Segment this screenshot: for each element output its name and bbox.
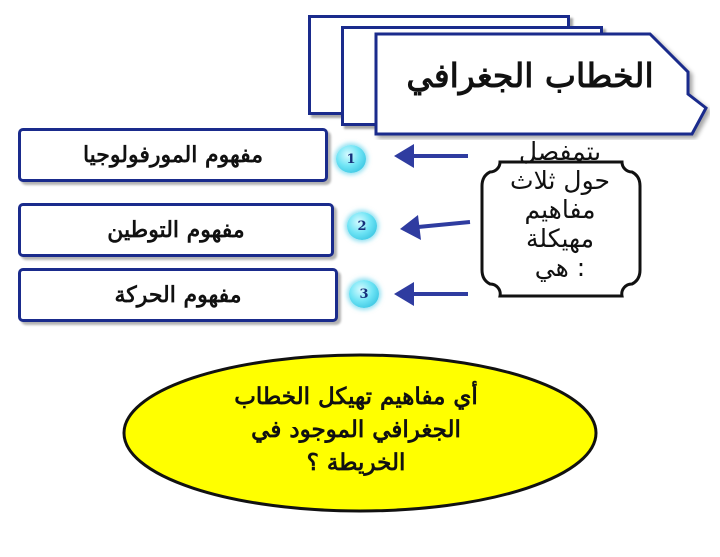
concept-label: مفهوم الحركة — [114, 282, 242, 308]
concept-localization: مفهوم التوطين — [18, 203, 334, 257]
note-line: يتمفصل — [518, 137, 602, 166]
question-ellipse — [122, 353, 598, 513]
concept-morphology: مفهوم المورفولوجيا — [18, 128, 328, 182]
diagram-title: الخطاب الجغرافي — [406, 56, 654, 95]
question-line: أي مفاهيم تهيكل الخطاب — [234, 383, 478, 410]
note-line: : هي — [534, 253, 586, 282]
note-line: مهيكلة — [526, 224, 594, 253]
question-text: أي مفاهيم تهيكل الخطاب الجغرافي الموجود … — [178, 380, 534, 479]
concept-label: مفهوم التوطين — [107, 217, 245, 243]
arrow-1 — [394, 144, 468, 168]
note-line: مفاهيم — [524, 195, 596, 224]
question-line: الخريطة ؟ — [306, 449, 406, 476]
note-line: حول ثلاث — [510, 166, 610, 195]
arrow-2 — [400, 215, 471, 240]
arrow-3 — [394, 282, 468, 306]
badge-1: 1 — [336, 145, 366, 173]
title-card-front — [374, 32, 708, 136]
badge-3: 3 — [349, 280, 379, 308]
question-line: الجغرافي الموجود في — [251, 416, 461, 443]
concept-movement: مفهوم الحركة — [18, 268, 338, 322]
concept-label: مفهوم المورفولوجيا — [82, 142, 264, 168]
note-text: يتمفصل حول ثلاث مفاهيم مهيكلة : هي — [488, 137, 632, 282]
badge-2: 2 — [347, 212, 377, 240]
note-box — [480, 160, 642, 298]
